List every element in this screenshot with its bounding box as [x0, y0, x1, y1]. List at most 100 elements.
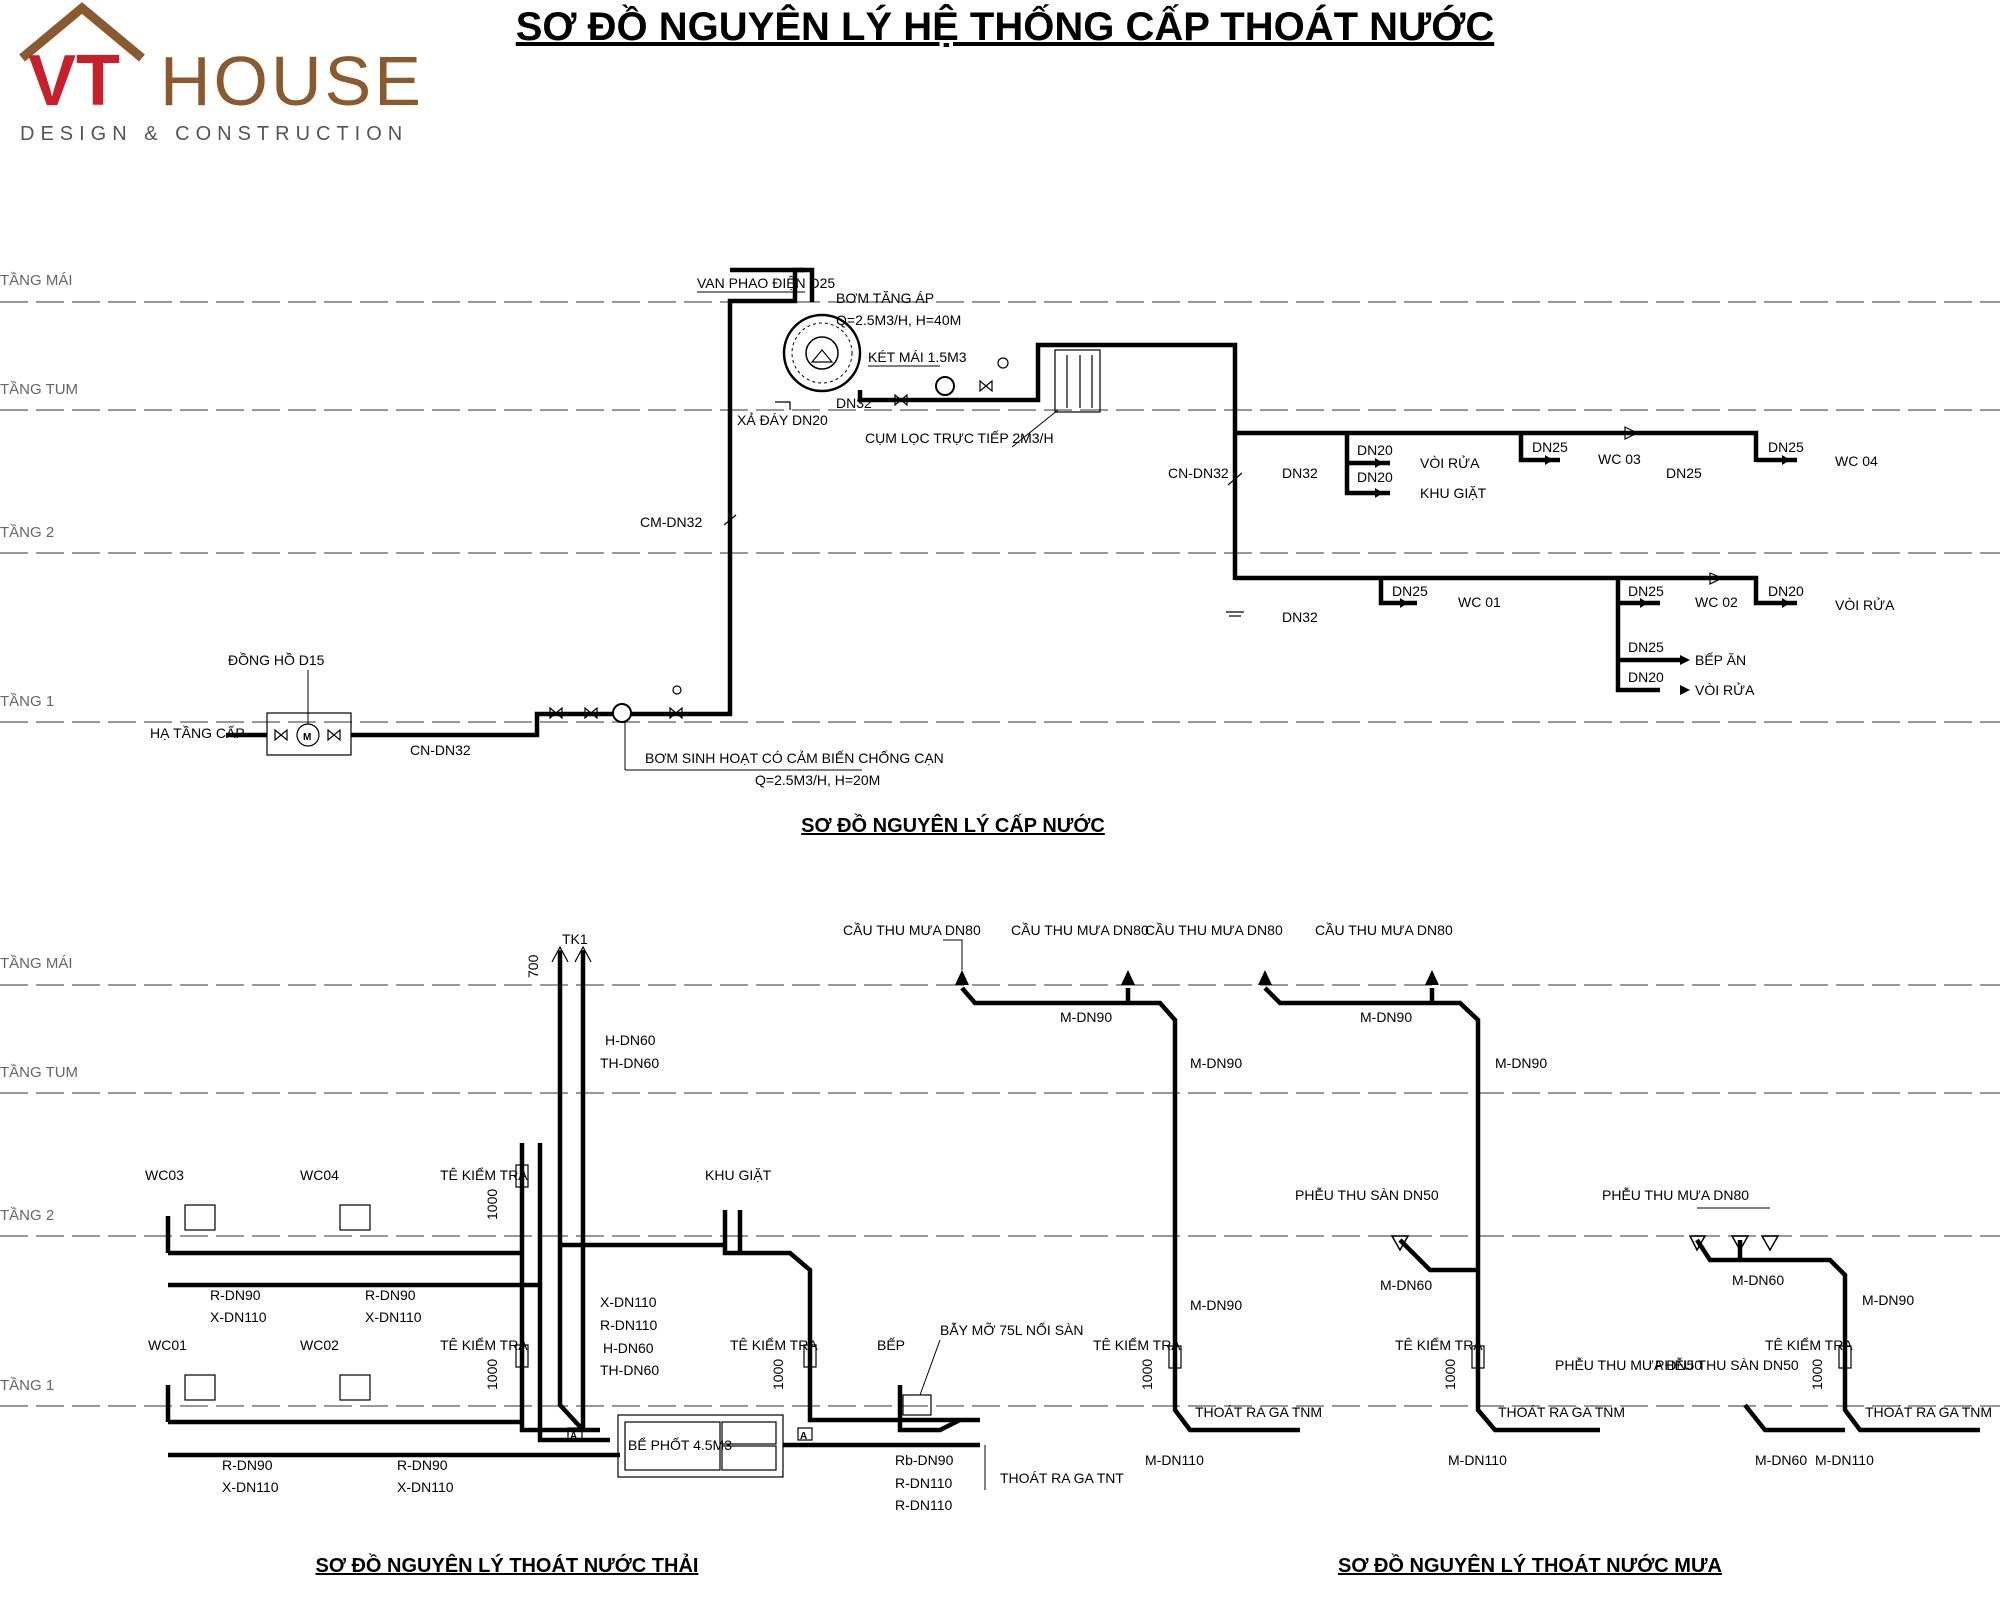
bay-mo-label: BẪY MỠ 75L NỔI SÀN — [940, 1321, 1084, 1338]
dim-1000-r3: 1000 — [1809, 1359, 1825, 1390]
khu-giat-label: KHU GIẶT — [705, 1167, 772, 1183]
pheu-san-dn50: PHỄU THU SÀN DN50 — [1655, 1357, 1799, 1373]
rain-diagram: CẦU THU MƯA DN80 CẦU THU MƯA DN80 CẦU TH… — [843, 922, 1992, 1577]
dim-700: 700 — [525, 954, 541, 978]
lower-wc02-label: WC 02 — [1695, 594, 1738, 610]
toilet-icon-wc02 — [339, 1374, 371, 1401]
lower-wc01-label: WC 01 — [1458, 594, 1501, 610]
roof-drain-icons — [955, 970, 1439, 985]
r-dn90d: R-DN90 — [397, 1457, 448, 1473]
level-label-2: TẦNG 2 — [0, 524, 54, 541]
upper-dn25a-label: DN25 — [1532, 439, 1568, 455]
cau-thu-label-2: CẦU THU MƯA DN80 — [1011, 922, 1149, 938]
supply-diagram: M HẠ TẦNG CẤP ĐỒNG HỒ D15 CN-DN32 BƠM SI… — [150, 267, 1895, 837]
wc02-label: WC02 — [300, 1337, 339, 1353]
dim-1000b: 1000 — [484, 1359, 500, 1390]
rain-title: SƠ ĐỒ NGUYÊN LÝ THOÁT NƯỚC MƯA — [1338, 1553, 1722, 1577]
thoat-tnm-2: THOÁT RA GA TNM — [1498, 1404, 1625, 1420]
r-dn110-label-2: R-DN110 — [895, 1497, 953, 1513]
cn-dn32-label: CN-DN32 — [410, 742, 471, 758]
r-dn90c: R-DN90 — [222, 1457, 273, 1473]
pressure-gauge-icon — [672, 685, 682, 695]
dim-1000c: 1000 — [770, 1359, 786, 1390]
rain-line-3 — [1695, 1238, 1980, 1433]
domestic-pump-label: BƠM SINH HOẠT CÓ CẢM BIẾN CHỐNG CẠN — [645, 749, 944, 766]
lower-bep-an-label: BẾP ĂN — [1695, 652, 1746, 668]
m-dn60a: M-DN60 — [1380, 1277, 1432, 1293]
riser-label-x: X-DN110 — [600, 1294, 657, 1310]
lower-dn20b-label: DN20 — [1628, 669, 1664, 685]
te-kiem-tra-r3: TÊ KIỂM TRA — [1765, 1336, 1853, 1353]
rb-dn90-label: Rb-DN90 — [895, 1452, 954, 1468]
lower-voi-rua-label: VÒI RỬA — [1835, 596, 1895, 613]
m-dn110-1: M-DN110 — [1145, 1452, 1204, 1468]
bep-label: BẾP — [877, 1337, 905, 1353]
supply-title: SƠ ĐỒ NGUYÊN LÝ CẤP NƯỚC — [801, 813, 1105, 837]
te-kiem-tra-top: TÊ KIỂM TRA — [440, 1166, 528, 1183]
dim-1000-r1: 1000 — [1139, 1359, 1155, 1390]
lower-dn25a-label: DN25 — [1392, 583, 1428, 599]
wc01-label: WC01 — [148, 1337, 187, 1353]
riser-label-h: H-DN60 — [603, 1340, 654, 1356]
pheu-san-label: PHỄU THU SÀN DN50 — [1295, 1187, 1439, 1203]
cleanout-icon-2 — [515, 1344, 529, 1368]
m-dn60c: M-DN60 — [1755, 1452, 1807, 1468]
r-dn110-label-1: R-DN110 — [895, 1475, 953, 1491]
thoat-tnm-3: THOÁT RA GA TNM — [1865, 1404, 1992, 1420]
be-phot-label: BỂ PHỐT 4.5M3 — [628, 1436, 732, 1453]
dong-ho-label: ĐỒNG HỒ D15 — [228, 651, 325, 668]
cn-dn32-riser-label: CN-DN32 — [1168, 465, 1229, 481]
te-kiem-tra-bot: TÊ KIỂM TRA — [440, 1336, 528, 1353]
booster-line — [857, 342, 1238, 580]
x-dn110d: X-DN110 — [397, 1479, 454, 1495]
level-label-tum-2: TẦNG TUM — [0, 1064, 78, 1081]
roof-tank-icon — [782, 313, 862, 393]
lower-dn25c-label: DN25 — [1628, 639, 1664, 655]
marker-a1: A — [570, 1431, 577, 1442]
pheu-mua-dn50: PHỄU THU MƯA DN50 — [1555, 1357, 1702, 1373]
te-kiem-tra-r1: TÊ KIỂM TRA — [1093, 1336, 1181, 1353]
grease-trap-icon — [902, 1394, 932, 1416]
ha-tang-cap-label: HẠ TẦNG CẤP — [150, 725, 245, 741]
riser-x — [519, 1143, 600, 1433]
rain-line-2 — [1263, 986, 1600, 1433]
m-dn90-riser1: M-DN90 — [1190, 1055, 1242, 1071]
te-kiem-tra-r2: TÊ KIỂM TRA — [1395, 1336, 1483, 1353]
domestic-pump-icon — [612, 703, 632, 723]
lower-dn20a-label: DN20 — [1768, 583, 1804, 599]
level-label-1-2: TẦNG 1 — [0, 1377, 54, 1394]
level-label-2-2: TẦNG 2 — [0, 1207, 54, 1224]
laundry-line — [722, 1210, 980, 1423]
upper-dn25b-label: DN25 — [1666, 465, 1702, 481]
main-title: SƠ ĐỒ NGUYÊN LÝ HỆ THỐNG CẤP THOÁT NƯỚC — [516, 3, 1495, 49]
m-dn90-riser2: M-DN90 — [1495, 1055, 1547, 1071]
roof-icon — [19, 2, 145, 62]
bom-tang-ap-spec: Q=2.5M3/H, H=40M — [836, 312, 961, 328]
cau-thu-label-4: CẦU THU MƯA DN80 — [1315, 922, 1453, 938]
th-dn60-label: TH-DN60 — [600, 1055, 659, 1071]
upper-wc04-label: WC 04 — [1835, 453, 1878, 469]
van-phao-label: VAN PHAO ĐIỆN D25 — [697, 275, 835, 291]
m-dn90-riser3: M-DN90 — [1862, 1292, 1914, 1308]
floor-drain-icon — [1390, 1235, 1410, 1252]
r-dn90b: R-DN90 — [365, 1287, 416, 1303]
svg-text:M: M — [303, 732, 311, 743]
bom-tang-ap-label: BƠM TĂNG ÁP — [836, 290, 934, 306]
x-dn110c: X-DN110 — [222, 1479, 279, 1495]
r-dn90a: R-DN90 — [210, 1287, 261, 1303]
xa-day-label: XẢ ĐÁY DN20 — [737, 412, 828, 428]
vent-riser-h — [557, 950, 585, 1432]
h-dn60-label: H-DN60 — [605, 1032, 656, 1048]
cleanout-icon — [515, 1164, 529, 1188]
vt-house-logo: VT HOUSE DESIGN & CONSTRUCTION — [19, 2, 421, 145]
level-lines-supply: TẦNG MÁI TẦNG TUM TẦNG 2 TẦNG 1 — [0, 272, 2000, 723]
rain-funnel-icons — [1688, 1235, 1780, 1252]
filter-unit — [1054, 349, 1101, 413]
dim-1000a: 1000 — [484, 1189, 500, 1220]
domestic-pump-spec: Q=2.5M3/H, H=20M — [755, 772, 880, 788]
upper-dn20b-label: DN20 — [1357, 469, 1393, 485]
upper-dn32-label: DN32 — [1282, 465, 1318, 481]
m-dn90-top1: M-DN90 — [1060, 1009, 1112, 1025]
level-label-1: TẦNG 1 — [0, 693, 54, 710]
